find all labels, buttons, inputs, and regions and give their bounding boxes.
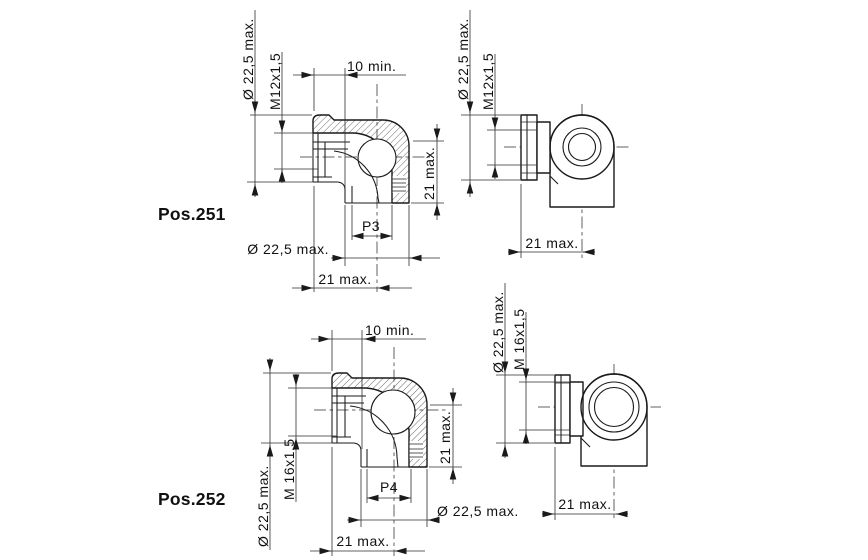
elbow-body-cutaway bbox=[312, 114, 410, 204]
port-boss-circle bbox=[549, 114, 615, 180]
dim-bottom-dia-label: Ø 22,5 max. bbox=[247, 241, 329, 257]
dimension-labels: Ø 22,5 max. M12x1,5 10 min. 21 max. P3 Ø… bbox=[240, 18, 437, 287]
thread-collar bbox=[536, 121, 551, 174]
dim-pilot-bore-label: P4 bbox=[380, 479, 398, 495]
flange-plate bbox=[554, 374, 571, 444]
flange-plate bbox=[520, 114, 538, 181]
dim-bottom-dia-label: Ø 22,5 max. bbox=[437, 503, 519, 519]
dimensions bbox=[461, 10, 595, 258]
dim-height-label: 21 max. bbox=[421, 147, 437, 200]
dim-bottom-width-label: 21 max. bbox=[318, 271, 371, 287]
dim-width-label: 21 max. bbox=[525, 235, 578, 251]
pos-252-section-view: Ø 22,5 max. M 16x1,5 10 min. 21 max. P4 … bbox=[255, 322, 519, 556]
elbow-body-cutaway bbox=[331, 372, 428, 468]
dim-min-depth-label: 10 min. bbox=[365, 322, 414, 338]
dimension-labels: Ø 22,5 max. M12x1,5 21 max. bbox=[455, 18, 578, 251]
pos-251-section-view: Ø 22,5 max. M12x1,5 10 min. 21 max. P3 Ø… bbox=[240, 10, 444, 292]
bore-circle bbox=[567, 132, 597, 162]
dimension-labels: Ø 22,5 max. M 16x1,5 10 min. 21 max. P4 … bbox=[255, 322, 519, 549]
spherical-pocket bbox=[357, 138, 397, 178]
elbow-body bbox=[554, 373, 648, 467]
dim-min-depth-label: 10 min. bbox=[347, 58, 396, 74]
pos-251-side-view: Ø 22,5 max. M12x1,5 21 max. bbox=[455, 10, 630, 258]
bore-circle bbox=[593, 386, 635, 428]
dimensions bbox=[247, 10, 444, 292]
dim-thread-label: M12x1,5 bbox=[480, 53, 496, 110]
dim-thread-label: M 16x1,5 bbox=[281, 438, 297, 500]
dim-outer-dia-label: Ø 22,5 max. bbox=[455, 18, 471, 100]
pos-252-side-view: Ø 22,5 max. M 16x1,5 21 max. bbox=[490, 283, 661, 520]
dimension-labels: Ø 22,5 max. M 16x1,5 21 max. bbox=[490, 291, 611, 512]
dim-thread-label: M 16x1,5 bbox=[511, 308, 527, 370]
dim-width-label: 21 max. bbox=[558, 496, 611, 512]
dimensions bbox=[261, 330, 462, 556]
flow-passage-arc bbox=[349, 405, 399, 468]
thread-collar bbox=[569, 381, 584, 437]
port-boss-circle bbox=[580, 373, 648, 441]
dim-outer-dia-label: Ø 22,5 max. bbox=[490, 291, 506, 373]
flow-passage-arc bbox=[333, 150, 380, 204]
centerlines bbox=[314, 347, 448, 556]
dim-height-label: 21 max. bbox=[437, 411, 453, 464]
position-label-252: Pos.252 bbox=[158, 489, 226, 509]
elbow-body bbox=[520, 114, 615, 208]
dim-outer-dia-label: Ø 22,5 max. bbox=[240, 18, 256, 100]
port-collar bbox=[331, 388, 366, 467]
dim-bottom-width-label: 21 max. bbox=[336, 533, 389, 549]
dim-outer-dia-label: Ø 22,5 max. bbox=[255, 465, 271, 547]
port-collar bbox=[312, 133, 350, 203]
dim-pilot-bore-label: P3 bbox=[362, 218, 380, 234]
dim-thread-label: M12x1,5 bbox=[267, 53, 283, 110]
spherical-pocket bbox=[370, 389, 416, 435]
dimensions bbox=[496, 283, 628, 520]
position-label-251: Pos.251 bbox=[158, 204, 226, 224]
